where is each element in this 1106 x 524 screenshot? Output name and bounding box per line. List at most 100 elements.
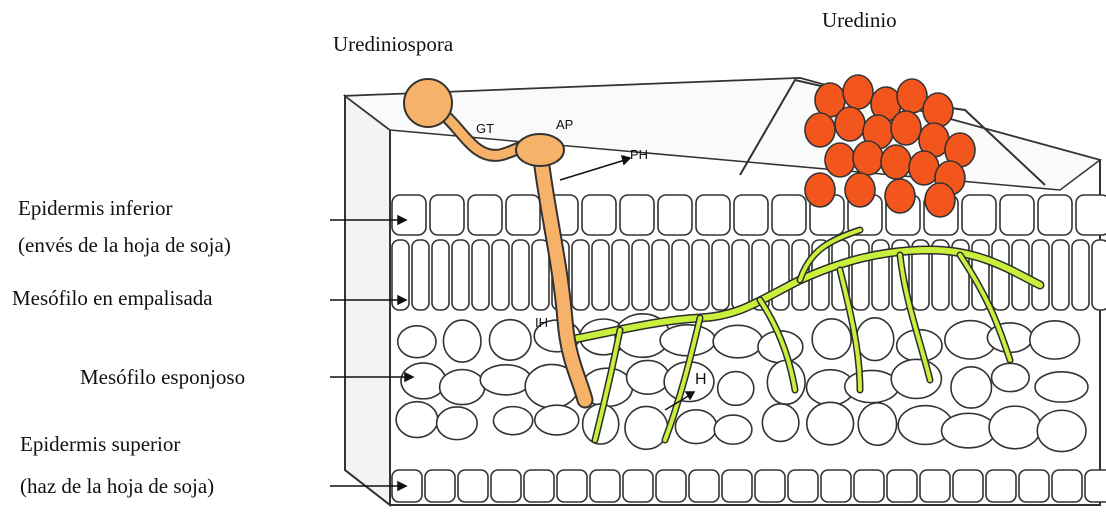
spongy-cell: [1035, 372, 1088, 402]
label-mesofilo-empalisada: Mesófilo en empalisada: [12, 286, 213, 310]
spongy-cell: [535, 405, 579, 435]
label-epidermis-inferior: Epidermis inferior: [18, 196, 173, 220]
spongy-cell: [1030, 321, 1080, 359]
palisade-cell: [692, 240, 709, 310]
palisade-cell: [572, 240, 589, 310]
spongy-cell: [1037, 410, 1086, 451]
palisade-cell: [612, 240, 629, 310]
palisade-cell: [992, 240, 1009, 310]
spongy-cell: [992, 363, 1030, 391]
spongy-mesophyll-cells: [396, 314, 1088, 452]
spongy-cell: [812, 319, 851, 359]
epidermis-cell: [1000, 195, 1034, 235]
urediniospore: [835, 107, 865, 141]
epidermis-cell: [696, 195, 730, 235]
label-epidermis-superior: Epidermis superior: [20, 432, 180, 456]
title-urediniospora: Urediniospora: [333, 32, 453, 56]
upper-epidermis-cell: [458, 470, 488, 502]
spongy-cell: [856, 318, 894, 361]
spongy-cell: [762, 404, 799, 442]
spongy-cell: [440, 370, 485, 405]
label-haz-hoja: (haz de la hoja de soja): [20, 474, 214, 498]
palisade-cell: [672, 240, 689, 310]
spongy-cell: [396, 402, 438, 438]
palisade-cell: [512, 240, 529, 310]
epidermis-cell: [1038, 195, 1072, 235]
upper-epidermis-cell: [689, 470, 719, 502]
palisade-cell: [772, 240, 789, 310]
urediniospore: [881, 145, 911, 179]
spongy-cell: [858, 403, 896, 445]
urediniospore: [923, 93, 953, 127]
tag-gt: GT: [476, 122, 494, 136]
spongy-cell: [625, 406, 668, 449]
title-uredinio: Uredinio: [822, 8, 897, 32]
palisade-cell: [652, 240, 669, 310]
spongy-cell: [845, 370, 899, 402]
spongy-cell: [989, 406, 1041, 449]
upper-epidermis-cell: [623, 470, 653, 502]
palisade-cell: [1092, 240, 1106, 310]
upper-epidermis-cell: [491, 470, 521, 502]
spongy-cell: [443, 320, 481, 362]
spongy-cell: [398, 326, 436, 358]
palisade-cell: [732, 240, 749, 310]
urediniospore: [805, 173, 835, 207]
upper-epidermis-cell: [524, 470, 554, 502]
urediniospore: [891, 111, 921, 145]
epidermis-cell: [734, 195, 768, 235]
urediniospora-cell: [404, 79, 452, 127]
upper-epidermis-cell: [788, 470, 818, 502]
tag-ph: PH: [630, 148, 648, 162]
palisade-cell: [1032, 240, 1049, 310]
upper-epidermis-cell: [920, 470, 950, 502]
tag-ih: IH: [535, 316, 548, 330]
palisade-cell: [1052, 240, 1069, 310]
palisade-cell: [472, 240, 489, 310]
epidermis-cell: [772, 195, 806, 235]
spongy-cell: [437, 407, 478, 440]
upper-epidermis-cell: [1019, 470, 1049, 502]
upper-epidermis-cells: [392, 470, 1106, 502]
upper-epidermis-cell: [1085, 470, 1106, 502]
urediniospore: [885, 179, 915, 213]
upper-epidermis-cell: [854, 470, 884, 502]
spongy-cell: [627, 360, 669, 394]
spongy-cell: [675, 410, 716, 444]
epidermis-cell: [582, 195, 616, 235]
spongy-cell: [493, 407, 532, 435]
spongy-cell: [942, 413, 996, 448]
palisade-mesophyll-cells: [392, 240, 1106, 310]
upper-epidermis-cell: [986, 470, 1016, 502]
palisade-cell: [852, 240, 869, 310]
upper-epidermis-cell: [656, 470, 686, 502]
appressorium: [516, 134, 564, 166]
spongy-cell: [987, 323, 1032, 352]
upper-epidermis-cell: [557, 470, 587, 502]
spongy-cell: [807, 402, 854, 444]
urediniospore: [925, 183, 955, 217]
palisade-cell: [452, 240, 469, 310]
spongy-cell: [713, 325, 762, 357]
epidermis-cell: [962, 195, 996, 235]
label-enves-hoja: (envés de la hoja de soja): [18, 233, 231, 257]
spongy-cell: [401, 363, 446, 399]
epidermis-cell: [392, 195, 426, 235]
upper-epidermis-cell: [755, 470, 785, 502]
palisade-cell: [432, 240, 449, 310]
urediniospore: [805, 113, 835, 147]
spongy-cell: [489, 320, 531, 361]
spongy-cell: [951, 367, 992, 408]
epidermis-cell: [506, 195, 540, 235]
palisade-cell: [492, 240, 509, 310]
spongy-cell: [714, 415, 752, 444]
upper-epidermis-cell: [425, 470, 455, 502]
epidermis-cell: [468, 195, 502, 235]
palisade-cell: [632, 240, 649, 310]
upper-epidermis-cell: [722, 470, 752, 502]
spongy-cell: [767, 360, 805, 404]
spongy-cell: [660, 325, 715, 356]
urediniospore: [853, 141, 883, 175]
upper-epidermis-cell: [821, 470, 851, 502]
upper-epidermis-cell: [1052, 470, 1082, 502]
